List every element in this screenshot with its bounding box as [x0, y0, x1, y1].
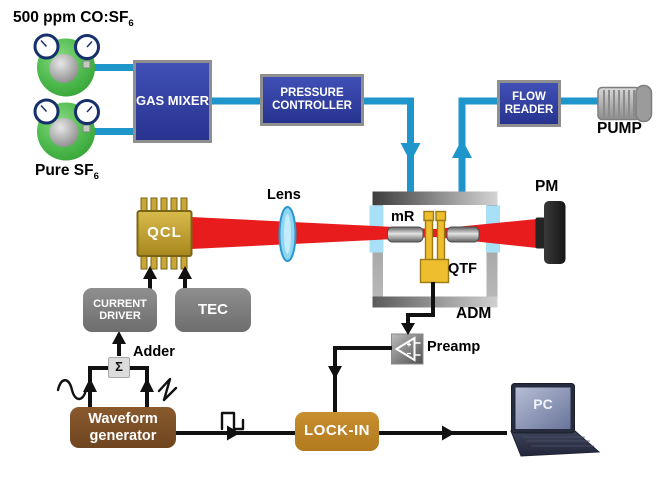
qcl-label: QCL	[147, 224, 182, 242]
cylinder-cap	[49, 54, 79, 83]
wire-qtf-to-preamp	[406, 282, 435, 325]
flow-reader-box: FLOW READER	[497, 80, 561, 127]
adm-label: ADM	[456, 305, 492, 322]
laptop-screen	[515, 387, 571, 429]
gas-cylinder-carrier	[33, 98, 100, 161]
adm-top-bar	[372, 191, 498, 205]
qtf-pad-left	[423, 210, 435, 222]
wire-wavegen-to-adder-left	[88, 366, 109, 408]
ramp-wave-icon	[157, 377, 178, 402]
carrier-gas-label: Pure SF6	[35, 162, 99, 183]
qtf-base	[419, 258, 450, 284]
pressure-controller-box: PRESSURE CONTROLLER	[260, 74, 364, 126]
adder-sigma-box: Σ	[108, 357, 130, 378]
pressure-gauge-icon	[33, 33, 100, 60]
quartz-tuning-fork	[419, 210, 450, 284]
qcl-chip	[136, 197, 193, 270]
laser-beam	[191, 217, 537, 249]
pc-label: PC	[533, 396, 553, 412]
qtf-prong-right	[436, 219, 446, 262]
wire-wavegen-to-adder-right	[129, 366, 149, 408]
tec-box: TEC	[175, 288, 251, 332]
laptop-base	[510, 430, 601, 457]
gas-plumbing-lines	[93, 64, 600, 198]
pressure-gauge-icon	[33, 98, 100, 125]
opamp-icon	[394, 336, 421, 362]
qcl-body	[136, 210, 193, 257]
waveform-glyphs	[56, 377, 245, 431]
pm-label: PM	[535, 178, 559, 195]
gas-mixer-box: GAS MIXER	[133, 60, 212, 143]
tube-adm-to-flowreader	[458, 97, 498, 198]
pm-body	[544, 201, 566, 264]
pm-detector	[535, 201, 566, 264]
wire-preamp-to-lockin	[333, 346, 392, 413]
square-wave-icon	[220, 411, 245, 431]
gas-cylinder-sample	[33, 33, 100, 97]
laptop-icon	[510, 383, 601, 457]
cylinder-cap	[49, 118, 79, 147]
waveform-generator-box: Waveform generator	[70, 407, 176, 448]
lens-label: Lens	[267, 187, 301, 203]
tube-pressure-to-adm	[363, 97, 414, 198]
signal-arrowheads	[83, 266, 455, 441]
lock-in-box: LOCK-IN	[295, 412, 379, 451]
flow-arrow-up-icon	[452, 139, 472, 158]
cylinder-valve	[82, 60, 91, 69]
gas-flow-arrowheads	[400, 139, 472, 162]
current-driver-box: CURRENT DRIVER	[83, 288, 157, 332]
pump-icon	[597, 84, 653, 123]
sample-gas-label: 500 ppm CO:SF6	[13, 9, 134, 30]
mr-tube-left	[387, 226, 424, 243]
qtf-prong-left	[424, 219, 434, 262]
cylinder-valve	[82, 124, 91, 133]
qtf-pad-right	[435, 210, 447, 222]
preamp-box	[391, 333, 424, 365]
lens-icon	[278, 206, 297, 262]
pump-label: PUMP	[597, 120, 642, 137]
qtf-label: QTF	[448, 261, 477, 277]
sine-wave-icon	[56, 379, 88, 401]
preamp-label: Preamp	[427, 339, 481, 355]
flow-arrow-down-icon	[400, 143, 421, 162]
adder-label: Adder	[133, 344, 175, 360]
mr-tube-right	[446, 226, 480, 243]
mr-label: mR	[391, 209, 415, 225]
microresonator-tubes	[387, 226, 480, 243]
